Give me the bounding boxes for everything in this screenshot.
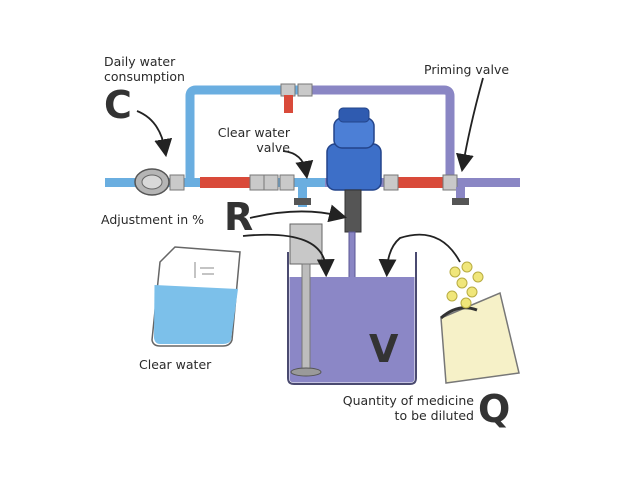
- quantity-medicine-label-line1: Quantity of medicine: [342, 393, 474, 408]
- quantity-medicine-label: Quantity of medicine to be diluted: [300, 393, 474, 423]
- daily-water-label-line2: consumption: [104, 69, 185, 84]
- priming-valve-label: Priming valve: [424, 62, 510, 77]
- adjustment-label: Adjustment in %: [101, 212, 204, 227]
- dosing-pump: [326, 107, 382, 350]
- medicine-powder-bag: [440, 291, 520, 384]
- arrow-adjustment: [249, 204, 347, 223]
- arrow-priming-valve: [455, 77, 484, 173]
- priming-valve-tee: [284, 95, 293, 113]
- letter-c: C: [104, 83, 132, 127]
- quantity-medicine-label-line2: to be diluted: [394, 408, 474, 423]
- arrow-clear-water-valve: [282, 150, 314, 180]
- letter-q: Q: [478, 387, 511, 431]
- medicine-granules: [446, 261, 484, 309]
- bypass-pipe: [185, 83, 455, 182]
- clear-water-valve-label: Clear water valve: [200, 125, 290, 155]
- daily-water-label: Daily water consumption: [104, 54, 185, 84]
- mixer: [289, 223, 323, 377]
- main-pipe: [105, 174, 520, 191]
- letter-r: R: [224, 195, 254, 239]
- daily-water-label-line1: Daily water: [104, 54, 176, 69]
- clear-water-valve-label-line1: Clear water: [217, 125, 290, 140]
- annotation-arrows: [136, 77, 484, 278]
- priming-valve: [452, 187, 469, 205]
- clear-water-beaker: [151, 246, 241, 347]
- arrow-daily-water: [136, 110, 173, 158]
- mixing-tank: [287, 252, 417, 385]
- clear-water-valve-label-line2: valve: [256, 140, 290, 155]
- letter-v: V: [369, 327, 399, 371]
- clear-water-label: Clear water: [139, 357, 212, 372]
- arrow-clear-water: [242, 233, 335, 278]
- clear-water-valve: [294, 187, 311, 207]
- arrow-medicine: [378, 233, 461, 278]
- water-meter: [134, 168, 170, 196]
